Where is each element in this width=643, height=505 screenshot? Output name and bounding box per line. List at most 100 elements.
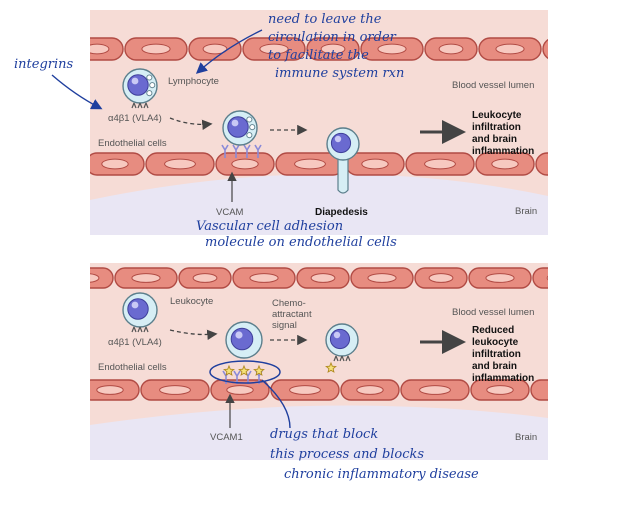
chemo-line-2: attractant — [272, 309, 312, 320]
endothelial-cell — [270, 379, 340, 401]
endothelial-nucleus — [438, 43, 464, 55]
endothelial-label-bottom: Endothelial cells — [98, 362, 167, 373]
vcam1-label: VCAM1 — [210, 432, 243, 443]
endothelial-cell — [188, 37, 242, 61]
endothelial-cell — [178, 267, 232, 289]
endothelial-cell — [296, 267, 350, 289]
integrin-receptor — [345, 355, 351, 362]
endothelial-nucleus — [491, 158, 519, 170]
drug-circle-annotation — [209, 360, 281, 384]
endothelial-nucleus — [226, 385, 254, 395]
endothelial-nucleus — [164, 158, 196, 170]
endothelial-nucleus — [289, 385, 321, 395]
endothelial-nucleus — [101, 158, 129, 170]
cell-nucleus — [230, 327, 254, 351]
flow-arrow-1-bottom — [169, 329, 218, 340]
endothelial-cell — [90, 267, 114, 289]
panel-bottom: Leukocyte α4β1 (VLA4) Endothelial cells … — [90, 263, 548, 460]
outcome-line-4: inflammation — [472, 146, 534, 157]
endothelial-label: Endothelial cells — [98, 138, 167, 149]
outcome-line-3-bottom: infiltration — [472, 349, 521, 360]
endothelial-nucleus — [495, 43, 525, 55]
drug-star — [238, 364, 250, 376]
lumen-label: Blood vessel lumen — [452, 80, 534, 91]
vcam-molecule — [221, 144, 229, 158]
endothelial-cell — [345, 152, 405, 176]
lymphocyte-label: Lymphocyte — [168, 76, 219, 87]
annotation-drugs-3: chronic inflammatory disease — [284, 467, 479, 482]
annotation-circulation-4: immune system rxn — [275, 66, 404, 81]
vcam-molecule — [243, 144, 251, 158]
annotation-drugs-connector — [261, 379, 291, 429]
cell-nucleus — [127, 298, 149, 320]
leukocyte-cell-3 — [325, 323, 359, 362]
cell-nucleus — [329, 328, 351, 350]
endothelial-cell — [360, 37, 424, 61]
endothelial-nucleus — [159, 385, 191, 395]
endothelial-nucleus — [486, 385, 514, 395]
diapedesis-cell — [326, 127, 360, 194]
cell-granule — [149, 82, 156, 89]
endothelial-cell — [542, 38, 581, 60]
cell-granule — [246, 132, 253, 139]
drug-molecules — [223, 361, 337, 376]
endothelial-nucleus — [192, 273, 218, 283]
endothelial-cell — [242, 37, 306, 61]
chemo-line-3: signal — [272, 320, 297, 331]
endothelial-cell — [90, 37, 124, 61]
annotation-circulation-1: need to leave the — [268, 12, 382, 27]
endothelial-nucleus — [131, 273, 161, 283]
annotation-vcam-2: molecule on endothelial cells — [205, 235, 397, 250]
endothelial-nucleus — [294, 158, 326, 170]
endothelial-cell — [470, 379, 530, 401]
cell-nucleus-highlight — [235, 331, 243, 339]
chemo-line-1: Chemo- — [272, 298, 306, 309]
leukocyte-cell-2 — [225, 321, 263, 359]
endothelial-nucleus — [202, 43, 228, 55]
integrin-receptor — [143, 326, 149, 333]
endothelial-cell — [535, 152, 548, 176]
endothelial-cell — [215, 152, 275, 176]
endothelial-nucleus — [557, 44, 581, 54]
integrin-receptor — [339, 355, 345, 362]
annotation-circulation-2: circulation in order — [268, 30, 397, 45]
lymphocyte-cell-2 — [222, 110, 258, 146]
cell-nucleus-highlight — [334, 135, 342, 143]
cell-nucleus-highlight — [131, 301, 139, 309]
integrin-receptor — [137, 102, 143, 109]
cell-granule — [246, 116, 253, 123]
outcome-line-5-bottom: inflammation — [472, 373, 534, 384]
cell-granule — [249, 124, 256, 131]
endothelial-cell — [306, 37, 360, 61]
leukocyte-cell-1 — [122, 292, 158, 333]
endothelial-nucleus — [546, 275, 548, 281]
endothelial-cell — [478, 37, 542, 61]
outcome-line-3: and brain — [472, 134, 517, 145]
brain-region-bottom — [90, 405, 548, 460]
drug-star — [253, 364, 265, 376]
endothelial-cell — [475, 152, 535, 176]
annotation-drugs-2: this process and blocks — [270, 447, 424, 462]
vcam-molecule — [254, 144, 262, 158]
endothelial-nucleus — [259, 43, 289, 55]
brain-label: Brain — [515, 206, 537, 217]
endothelial-cell — [350, 267, 414, 289]
endothelial-cell — [530, 379, 548, 401]
annotation-circulation-3: to facilitate the — [268, 48, 369, 63]
diapedesis-label: Diapedesis — [315, 207, 368, 218]
endothelial-nucleus — [320, 43, 346, 55]
cell-nucleus-highlight — [231, 119, 239, 127]
endothelial-cell — [90, 152, 145, 176]
endothelial-nucleus — [424, 158, 456, 170]
endothelial-cell — [414, 267, 468, 289]
annotation-drugs-1: drugs that block — [270, 427, 378, 442]
endothelial-nucleus — [367, 273, 397, 283]
endothelial-cell — [232, 267, 296, 289]
endothelial-nucleus — [90, 273, 100, 283]
endothelial-nucleus — [428, 273, 454, 283]
endothelial-nucleus — [361, 158, 389, 170]
brain-region — [90, 173, 548, 235]
endothelial-layer-upper-bottom — [90, 267, 548, 289]
integrin-receptor — [143, 102, 149, 109]
